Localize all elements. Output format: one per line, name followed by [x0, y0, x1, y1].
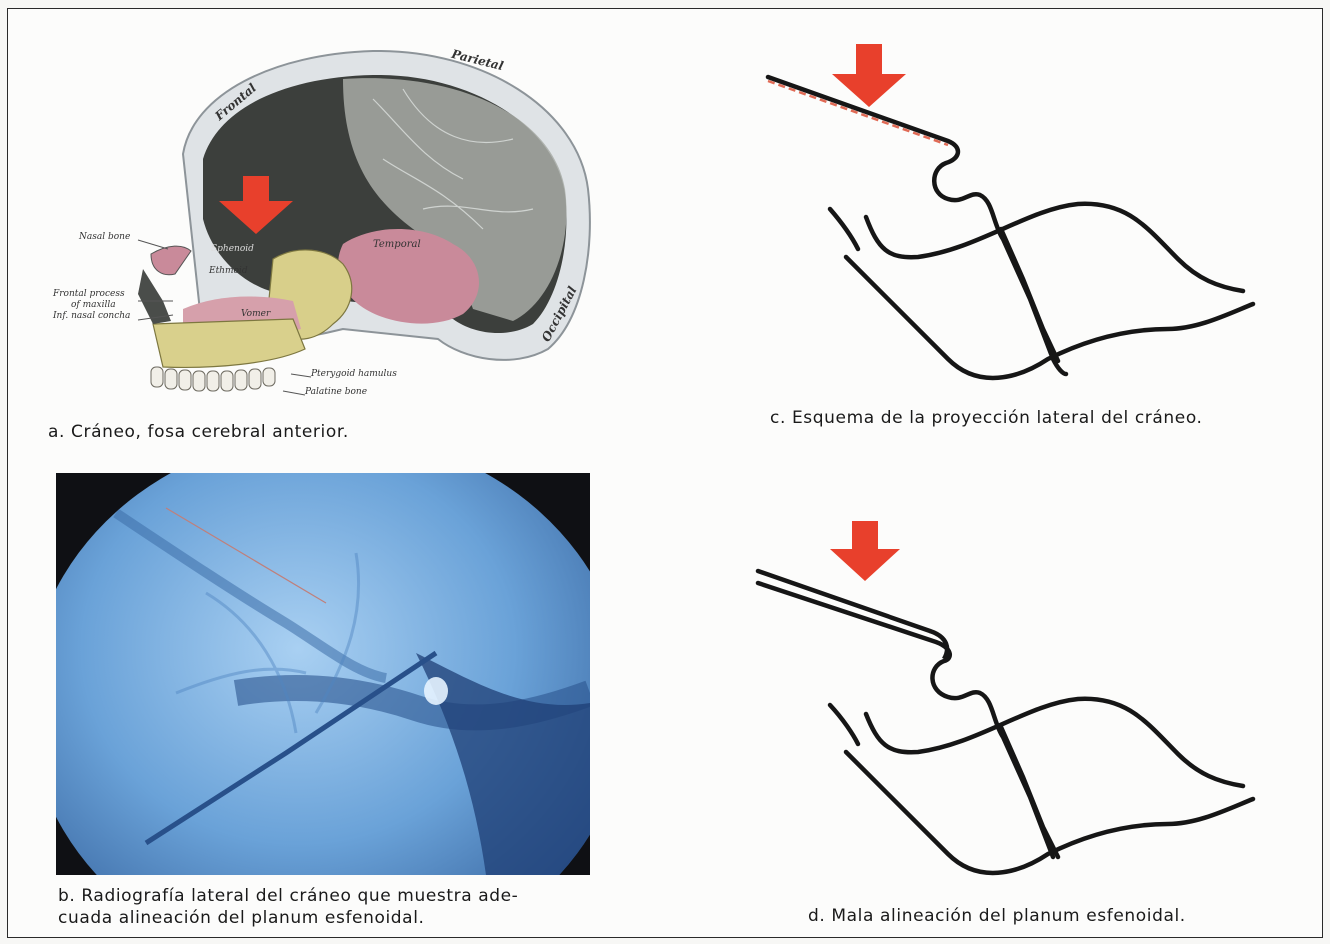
label-frontal-process: Frontal process [53, 289, 125, 299]
caption-d: d. Mala alineación del planum esfenoidal… [808, 905, 1186, 927]
schematic-misaligned [748, 509, 1288, 889]
figure-page: Frontal Parietal Occipital Temporal Sphe… [7, 8, 1323, 938]
label-temporal: Temporal [373, 239, 421, 250]
label-nasal-bone: Nasal bone [79, 232, 130, 242]
caption-c: c. Esquema de la proyección lateral del … [770, 407, 1203, 429]
label-pterygoid-hamulus: Pterygoid hamulus [311, 369, 397, 379]
caption-a: a. Cráneo, fosa cerebral anterior. [48, 421, 349, 443]
schematic-correct [748, 29, 1288, 399]
label-of-maxilla: of maxilla [71, 300, 116, 310]
caption-b-line2: cuada alineación del planum esfenoidal. [58, 907, 425, 929]
label-vomer: Vomer [241, 309, 270, 319]
label-sphenoid: Sphenoid [211, 244, 254, 254]
label-inf-nasal-concha: Inf. nasal concha [53, 311, 130, 321]
label-palatine-bone: Palatine bone [305, 387, 367, 397]
caption-b-line1: b. Radiografía lateral del cráneo que mu… [58, 885, 518, 907]
skull-illustration: Frontal Parietal Occipital Temporal Sphe… [43, 39, 618, 399]
radiograph-image [56, 473, 590, 875]
label-ethmoid: Ethmoid [209, 266, 248, 276]
